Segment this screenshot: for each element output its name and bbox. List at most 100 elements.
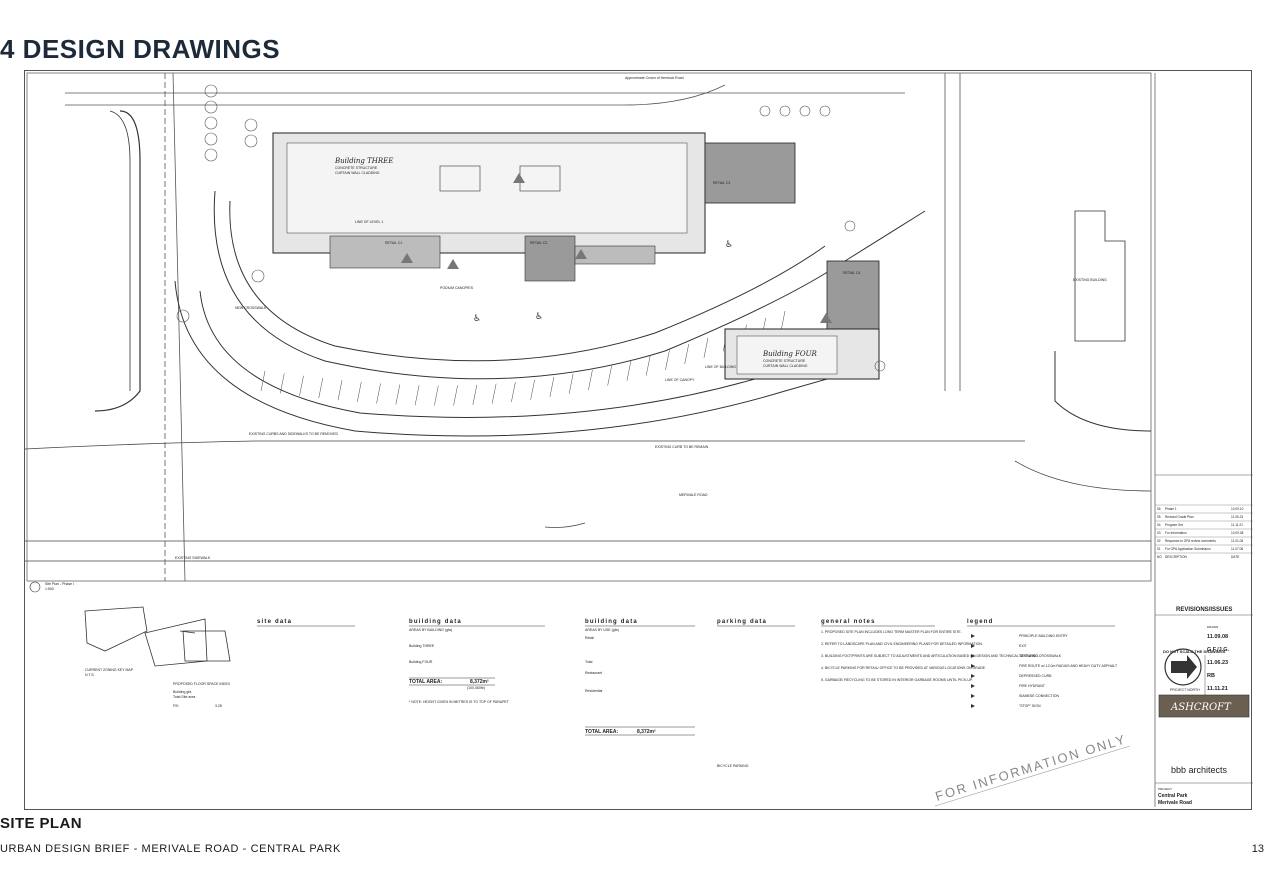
general-note: 5. GARBAGE/ RECYCLING TO BE STORED IN IN… <box>821 678 973 682</box>
areas-by-building: AREAS BY BUILDING (gfa) <box>409 628 452 632</box>
building-gfa-label: Building gfa <box>173 690 191 694</box>
trees <box>176 84 886 372</box>
existing-building <box>1074 210 1126 342</box>
road-bottom-label: MERIVALE ROAD <box>679 493 708 497</box>
legend-symbol-icon <box>971 654 975 658</box>
building-three-row: Building THREE <box>409 644 435 648</box>
general-note: 1. PROPOSED SITE PLAN INCLUDES LONG TERM… <box>821 630 962 634</box>
legend-symbol-icon <box>971 634 975 638</box>
residential-heading: Residential <box>585 689 603 693</box>
revision-no: 05 <box>1157 515 1161 519</box>
legend-item: EXIT <box>1019 644 1028 648</box>
legend-item: PRINCIPLE BUILDING ENTRY <box>1019 634 1068 638</box>
retail-c4-label: RETAIL C4 <box>843 271 860 275</box>
revision-date: 10.09.08 <box>1231 531 1244 535</box>
parking-stall-line <box>260 370 266 392</box>
parking-stall-line <box>434 385 439 406</box>
building-three-name: Building THREE <box>334 157 393 165</box>
footer-title: URBAN DESIGN BRIEF - MERIVALE ROAD - CEN… <box>0 843 341 855</box>
parking-stall-line <box>491 383 497 404</box>
north-arrow-pointer-icon <box>1171 655 1197 679</box>
line-of-level-label: LINE OF LEVEL 1 <box>355 220 383 224</box>
fsi-label: FSI <box>173 704 178 708</box>
revision-desc: Revised Grade Plan <box>1165 515 1194 519</box>
legend-symbol-icon <box>971 664 975 668</box>
building-four: Building FOUR CONCRETE STRUCTURE CURTAIN… <box>665 260 880 382</box>
section-title: 4 DESIGN DRAWINGS <box>0 34 281 64</box>
page-number: 13 <box>1251 843 1264 855</box>
road-top-label: Approximate Crown of Hemlock Road <box>625 76 684 80</box>
drawing-sheet: Approximate Crown of Hemlock Road EXISTI… <box>24 70 1253 810</box>
parking-stall-line <box>453 385 458 406</box>
client-logo <box>1158 694 1250 718</box>
existing-building-label: EXISTING BUILDING <box>1073 278 1107 282</box>
existing-curbs-note: EXISTING CURBS AND SIDEWALKS TO BE REMOV… <box>249 432 338 436</box>
for-information-stamp: FOR INFORMATION ONLY <box>933 731 1128 804</box>
parking-stall-line <box>626 360 632 381</box>
revision-date: DATE <box>1231 555 1239 559</box>
parking-stall-line <box>607 365 612 386</box>
legend-item: SIAMESE CONNECTION <box>1019 694 1060 698</box>
legend-item: "STOP" SIGN <box>1019 704 1041 708</box>
total-area-label: TOTAL AREA: <box>409 679 442 685</box>
revision-desc: For OPA Application Submission <box>1165 547 1211 551</box>
date2-value: 11.06.23 <box>1207 660 1228 666</box>
merivale-road <box>25 440 1152 562</box>
revision-no: 06 <box>1157 507 1161 511</box>
plan-frame <box>26 72 1152 582</box>
general-note: 2. REFER TO LANDSCAPE PLAN AND CIVIL ENG… <box>821 642 983 646</box>
revision-date: 11.01.05 <box>1231 539 1243 543</box>
parking-stall-line <box>280 373 285 394</box>
parking-stall-line <box>511 381 516 403</box>
revisions-title: REVISIONS/ISSUES <box>1176 607 1232 613</box>
parking-arc <box>174 190 926 437</box>
existing-sidewalk-label: EXISTING SIDEWALK <box>175 556 211 560</box>
revision-date: 11.11.21 <box>1231 523 1243 527</box>
building-four-desc-1: CONCRETE STRUCTURE <box>763 359 806 363</box>
zoning-key-map <box>84 606 231 667</box>
existing-curb-label: EXISTING CURB TO BE REMAIN <box>655 445 709 449</box>
total-area-alt: (100,060ft²) <box>467 686 485 690</box>
general-notes-list: 1. PROPOSED SITE PLAN INCLUDES LONG TERM… <box>821 630 1039 682</box>
revision-no: 01 <box>1157 547 1161 551</box>
legend-item: FIRE ROUTE w/ 12.0m RADIUS AND HEAVY DUT… <box>1019 664 1118 668</box>
revision-desc: Response to OPA review comments <box>1165 539 1216 543</box>
podium-canopies-label: PODIUM CANOPIES <box>440 286 474 290</box>
building-three-desc-2: CURTAIN WALL CLADDING <box>335 171 380 175</box>
retail-heading: Retail <box>585 636 594 640</box>
parking-stall-line <box>395 384 401 405</box>
line-of-canopy-label: LINE OF CANOPY <box>665 378 695 382</box>
fsi-title: PROPOSED FLOOR SPACE INDEX <box>173 682 231 686</box>
building-four-row: Building FOUR <box>409 660 433 664</box>
revision-desc: DESCRIPTION <box>1165 555 1187 559</box>
site-data-title: site data <box>257 619 292 625</box>
building-data2-title: building data <box>585 619 638 625</box>
parking-stall-line <box>376 383 381 404</box>
key-map-nts: N.T.S. <box>85 673 95 677</box>
revision-date: 11.06.23 <box>1231 515 1243 519</box>
total-area-value-2: 8,372m² <box>637 729 656 735</box>
checked-value: RB <box>1207 673 1215 679</box>
building-three-desc-1: CONCRETE STRUCTURE <box>335 166 378 170</box>
plan-caption: Site Plan - Phase I <box>45 582 74 586</box>
areas-by-use: AREAS BY USE (gfa) <box>585 628 619 632</box>
revision-no: 02 <box>1157 539 1161 543</box>
parking-stall-line <box>588 369 593 390</box>
line-of-building-label: LINE OF BUILDING <box>705 365 736 369</box>
project-north-label: PROJECT NORTH <box>1170 688 1200 692</box>
accessible-parking-icons: ♿ ♿ ♿ <box>473 240 733 324</box>
retail-c2-label: RETAIL C2 <box>530 241 547 245</box>
revision-desc: Phase 1 <box>1165 507 1177 511</box>
building-four-desc-2: CURTAIN WALL CLADDING <box>763 364 808 368</box>
date3-value: 11.11.21 <box>1207 686 1228 692</box>
parking-stall-line <box>780 310 786 332</box>
parking-stall-line <box>472 384 478 405</box>
retail-c1-label: RETAIL C1 <box>385 241 402 245</box>
project-label: PROJECT <box>1158 787 1172 791</box>
plan-scale: 1:500 <box>45 587 54 591</box>
parking-stall-line <box>568 373 574 394</box>
general-note: 3. BUILDING FOOTPRINTS ARE SUBJECT TO AD… <box>821 654 1039 658</box>
accessible-icon: ♿ <box>473 314 481 324</box>
general-note: 4. BICYCLE PARKING FOR RETAIL/ OFFICE TO… <box>821 666 986 670</box>
